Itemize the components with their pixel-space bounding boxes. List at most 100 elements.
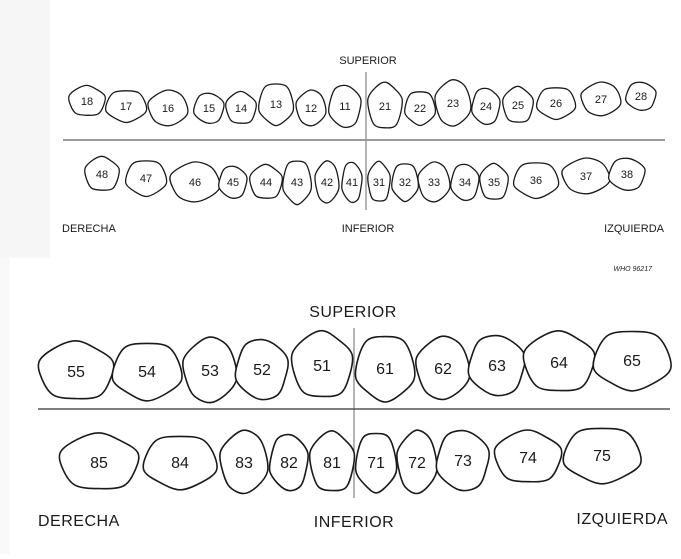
tooth-number: 53 [201,363,219,380]
permanent-right-label: DERECHA [62,223,116,235]
tooth-outline [327,84,362,129]
tooth-number: 11 [339,101,350,113]
permanent-tooth-13: 13 [257,83,295,127]
primary-tooth-51: 51 [290,329,354,398]
tooth-outline [522,329,596,392]
tooth-number: 44 [260,177,272,189]
permanent-tooth-48: 48 [84,155,121,191]
tooth-outline [290,329,354,398]
tooth-number: 71 [367,455,385,472]
permanent-tooth-35: 35 [479,162,509,200]
tooth-outline [268,433,309,492]
tooth-outline [535,87,577,121]
primary-tooth-63: 63 [467,334,527,397]
permanent-tooth-31: 31 [367,160,391,202]
tooth-number: 34 [459,177,471,189]
tooth-number: 37 [580,171,592,183]
tooth-number: 35 [488,177,500,189]
tooth-outline [450,163,480,202]
tooth-number: 17 [120,101,132,113]
tooth-number: 46 [189,177,201,189]
tooth-number: 81 [323,455,341,472]
tooth-number: 25 [512,100,524,112]
permanent-tooth-24: 24 [471,87,501,126]
tooth-outline [37,339,115,400]
tooth-number: 47 [140,173,152,185]
primary-tooth-75: 75 [562,427,642,485]
permanent-tooth-17: 17 [104,90,148,124]
scan-margin [0,258,10,554]
primary-tooth-64: 64 [522,329,596,392]
tooth-outline [396,429,438,495]
tooth-number: 82 [280,455,298,472]
tooth-outline [84,155,121,191]
primary-tooth-72: 72 [396,429,438,495]
tooth-number: 12 [305,103,317,115]
scan-margin [0,0,50,258]
permanent-tooth-45: 45 [218,165,248,199]
permanent-tooth-21: 21 [367,81,404,129]
primary-tooth-85: 85 [58,432,140,490]
permanent-tooth-18: 18 [68,84,107,116]
tooth-outline [562,427,642,485]
tooth-outline [435,429,490,492]
primary-tooth-54: 54 [111,342,183,402]
primary-tooth-52: 52 [234,338,289,401]
tooth-outline [234,338,289,401]
primary-tooth-83: 83 [219,429,269,495]
permanent-tooth-37: 37 [561,157,611,195]
tooth-outline [218,165,248,199]
tooth-outline [341,161,363,204]
tooth-number: 73 [454,453,472,470]
permanent-tooth-16: 16 [147,89,189,127]
tooth-outline [308,430,356,492]
permanent-tooth-42: 42 [314,160,340,204]
tooth-outline [124,160,168,198]
who-code: WHO 96217 [613,266,653,273]
tooth-number: 72 [408,455,426,472]
tooth-outline [354,335,416,403]
tooth-number: 61 [376,361,394,378]
permanent-tooth-36: 36 [512,162,560,200]
tooth-outline [367,160,391,202]
tooth-outline [68,84,107,116]
primary-tooth-71: 71 [354,432,398,494]
permanent-tooth-25: 25 [502,85,534,123]
tooth-outline [295,89,327,127]
tooth-outline [479,162,509,200]
tooth-number: 38 [621,169,633,181]
tooth-number: 54 [138,364,156,381]
primary-tooth-84: 84 [142,435,218,491]
tooth-number: 24 [480,101,492,113]
tooth-outline [580,81,622,117]
permanent-tooth-33: 33 [417,161,451,203]
primary-superior-label: SUPERIOR [309,304,397,321]
tooth-number: 84 [171,455,189,472]
tooth-number: 75 [593,448,611,465]
permanent-tooth-23: 23 [434,79,472,127]
permanent-tooth-43: 43 [282,160,313,206]
permanent-tooth-15: 15 [192,92,225,124]
tooth-number: 63 [488,358,506,375]
tooth-number: 64 [550,355,568,372]
permanent-left-label: IZQUIERDA [604,223,665,235]
primary-tooth-53: 53 [182,336,238,404]
tooth-number: 48 [96,169,108,181]
primary-right-label: DERECHA [38,513,120,530]
tooth-outline [282,160,313,206]
tooth-outline [467,334,527,397]
primary-inferior-label: INFERIOR [314,514,394,531]
permanent-tooth-14: 14 [225,90,257,124]
tooth-outline [502,85,534,123]
permanent-tooth-38: 38 [607,157,646,191]
primary-tooth-61: 61 [354,335,416,403]
primary-tooth-55: 55 [37,339,115,400]
tooth-outline [471,87,501,126]
tooth-number: 41 [346,177,358,189]
primary-tooth-73: 73 [435,429,490,492]
tooth-number: 21 [379,101,391,113]
